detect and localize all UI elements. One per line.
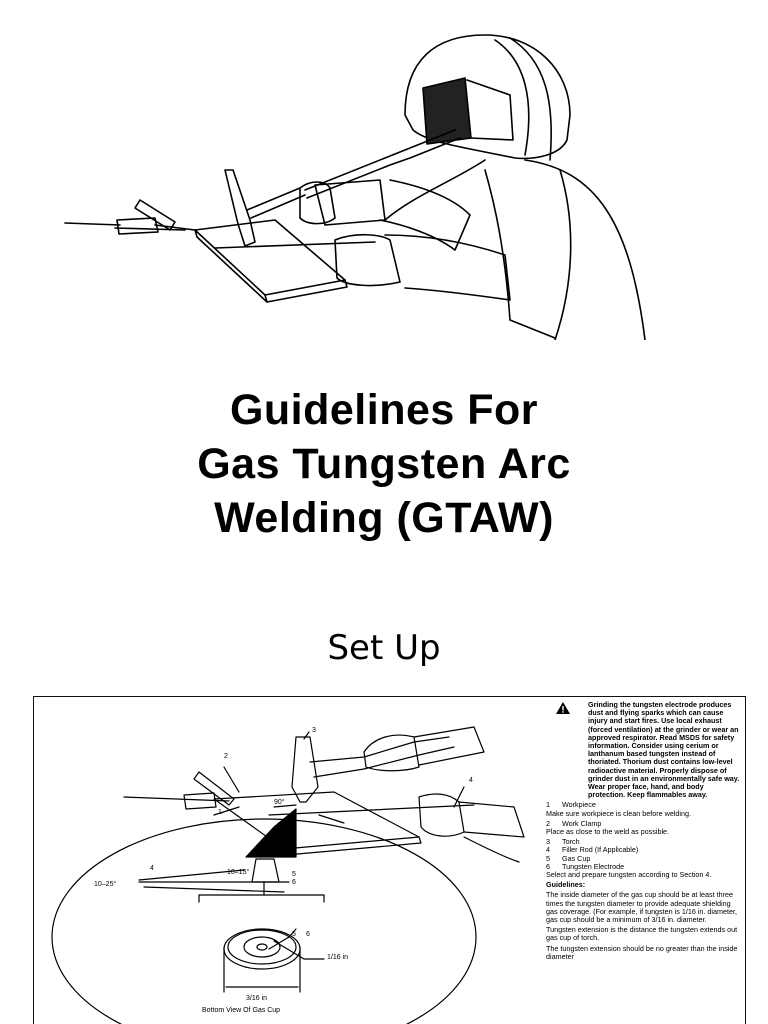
title-line-2: Gas Tungsten Arc (197, 440, 571, 488)
angle-rod-label: 10–25° (94, 881, 117, 888)
warning-triangle-icon (556, 702, 570, 714)
bottom-view-caption: Bottom View Of Gas Cup (202, 1007, 281, 1014)
title-line-3: Welding (GTAW) (214, 494, 554, 542)
guideline-para-3: The tungsten extension should be no grea… (546, 943, 738, 961)
list-item: Place as close to the weld as possible. (546, 827, 670, 837)
welding-helmet (404, 34, 571, 160)
list-item: Make sure workpiece is clean before weld… (546, 808, 692, 818)
setup-diagram (51, 726, 525, 1024)
warning-text: Grinding the tungsten electrode produces… (588, 700, 740, 800)
guideline-para-1: The inside diameter of the gas cup shoul… (546, 890, 737, 925)
callout-5-bottom: 5 (292, 931, 296, 938)
diagram-workpiece (213, 791, 420, 850)
guideline-para-2: Tungsten extension is the distance the t… (546, 925, 738, 943)
detail-magnifier (51, 818, 477, 1024)
callout-6-bottom: 6 (306, 931, 310, 938)
setup-instructions: Grinding the tungsten electrode produces… (546, 700, 742, 963)
filler-rod (214, 241, 376, 249)
guidelines-label: Guidelines: (546, 880, 586, 890)
section-heading: Set Up (327, 628, 441, 668)
callout-6-detail: 6 (292, 879, 296, 886)
angle-90-label: 90° (274, 799, 285, 806)
warning-block: Grinding the tungsten electrode produces… (546, 700, 742, 800)
select-text: Select and prepare tungsten according to… (546, 870, 712, 880)
dim-diameter: 3/16 in (246, 995, 268, 1002)
diagram-torch (291, 736, 319, 803)
setup-diagram-panel: 1 2 3 4 90° 10–15° 10–25° 4 5 6 5 6 1/16… (33, 696, 746, 1024)
title-line-1: Guidelines For (229, 386, 539, 434)
callout-5-detail: 5 (292, 871, 296, 878)
callout-2: 2 (224, 753, 228, 760)
callout-1: 1 (218, 809, 222, 816)
angle-torch-label: 10–15° (227, 869, 250, 876)
callout-4: 4 (469, 777, 473, 784)
dim-extension: 1/16 in (327, 954, 349, 961)
welder-illustration (64, 34, 646, 340)
workpiece (194, 219, 346, 296)
callout-4-detail: 4 (150, 865, 154, 872)
welder-body (524, 159, 646, 340)
callout-3: 3 (312, 727, 316, 734)
